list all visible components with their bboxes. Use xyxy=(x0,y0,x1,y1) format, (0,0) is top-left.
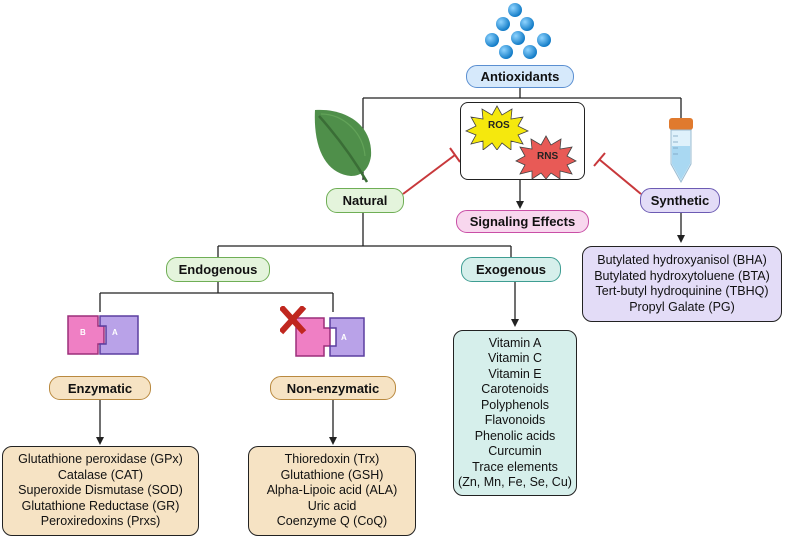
list-item: Vitamin C xyxy=(488,351,542,365)
cross-icon xyxy=(280,306,307,335)
list-item: Catalase (CAT) xyxy=(57,467,144,482)
endogenous-text: Endogenous xyxy=(178,262,258,277)
list-item: Trace elements xyxy=(472,459,558,474)
list-item: Superoxide Dismutase (SOD) xyxy=(18,483,183,498)
list-item: Butylated hydroxytoluene (BTA) xyxy=(594,268,770,283)
list-item: Glutathione Reductase (GR) xyxy=(21,498,180,513)
exogenous-text: Exogenous xyxy=(475,262,547,277)
list-item: Thioredoxin (Trx) xyxy=(284,452,380,467)
list-item: Coenzyme Q (CoQ) xyxy=(276,514,388,529)
non-enzymatic-list: Thioredoxin (Trx) Glutathione (GSH) Alph… xyxy=(248,446,416,536)
enzymatic-list: Glutathione peroxidase (GPx) Catalase (C… xyxy=(2,446,199,536)
rns-label: RNS xyxy=(537,151,559,162)
list-item: Uric acid xyxy=(307,498,357,513)
list-item: Vitamin E xyxy=(488,366,542,381)
antioxidants-title-text: Antioxidants xyxy=(480,69,560,84)
non-enzymatic-text: Non-enzymatic xyxy=(286,380,380,396)
antioxidants-title: Antioxidants xyxy=(466,65,574,88)
list-item: Tert-butyl hydroquinine (TBHQ) xyxy=(595,284,769,298)
disrupted-puzzle-label-a: A xyxy=(341,333,347,342)
list-item: Glutathione peroxidase (GPx) xyxy=(18,452,183,467)
enzymatic-text: Enzymatic xyxy=(67,380,133,396)
list-item: Alpha-Lipoic acid (ALA) xyxy=(266,483,398,498)
leaf-icon xyxy=(314,109,372,183)
list-item: Propyl Galate (PG) xyxy=(629,299,735,314)
enzyme-puzzle-label-a: A xyxy=(112,328,118,337)
list-item: Polyphenols xyxy=(480,397,550,412)
list-item: Phenolic acids xyxy=(474,428,556,443)
list-item: Vitamin A xyxy=(488,335,542,350)
enzyme-puzzle-label-b: B xyxy=(80,328,86,337)
synthetic-list: Butylated hydroxyanisol (BHA) Butylated … xyxy=(582,246,782,322)
natural-text: Natural xyxy=(342,193,388,208)
list-item: Flavonoids xyxy=(484,413,546,427)
exogenous-list: Vitamin A Vitamin C Vitamin E Carotenoid… xyxy=(453,330,577,496)
list-item: Glutathione (GSH) xyxy=(280,467,384,482)
inhibition-lines xyxy=(402,147,642,195)
natural-node: Natural xyxy=(326,188,404,213)
non-enzymatic-node: Non-enzymatic xyxy=(270,376,396,400)
list-item: Peroxiredoxins (Prxs) xyxy=(40,514,161,529)
exogenous-node: Exogenous xyxy=(461,257,561,282)
test-tube-icon xyxy=(669,118,693,184)
ros-burst-icon xyxy=(465,105,529,150)
list-item: Carotenoids xyxy=(481,382,549,396)
list-item: Butylated hydroxyanisol (BHA) xyxy=(597,253,767,267)
synthetic-text: Synthetic xyxy=(650,193,710,208)
list-item: (Zn, Mn, Fe, Se, Cu) xyxy=(458,475,572,489)
ros-label: ROS xyxy=(488,120,510,131)
signaling-effects-node: Signaling Effects xyxy=(456,210,589,233)
signaling-effects-text: Signaling Effects xyxy=(469,214,576,229)
enzymatic-node: Enzymatic xyxy=(49,376,151,400)
endogenous-node: Endogenous xyxy=(166,257,270,282)
disrupted-puzzle-icon xyxy=(280,306,365,357)
molecule-cluster-icon xyxy=(485,3,551,59)
rns-burst-icon xyxy=(515,135,577,180)
synthetic-node: Synthetic xyxy=(640,188,720,213)
enzyme-puzzle-icon xyxy=(67,315,139,355)
list-item: Curcumin xyxy=(488,444,542,458)
